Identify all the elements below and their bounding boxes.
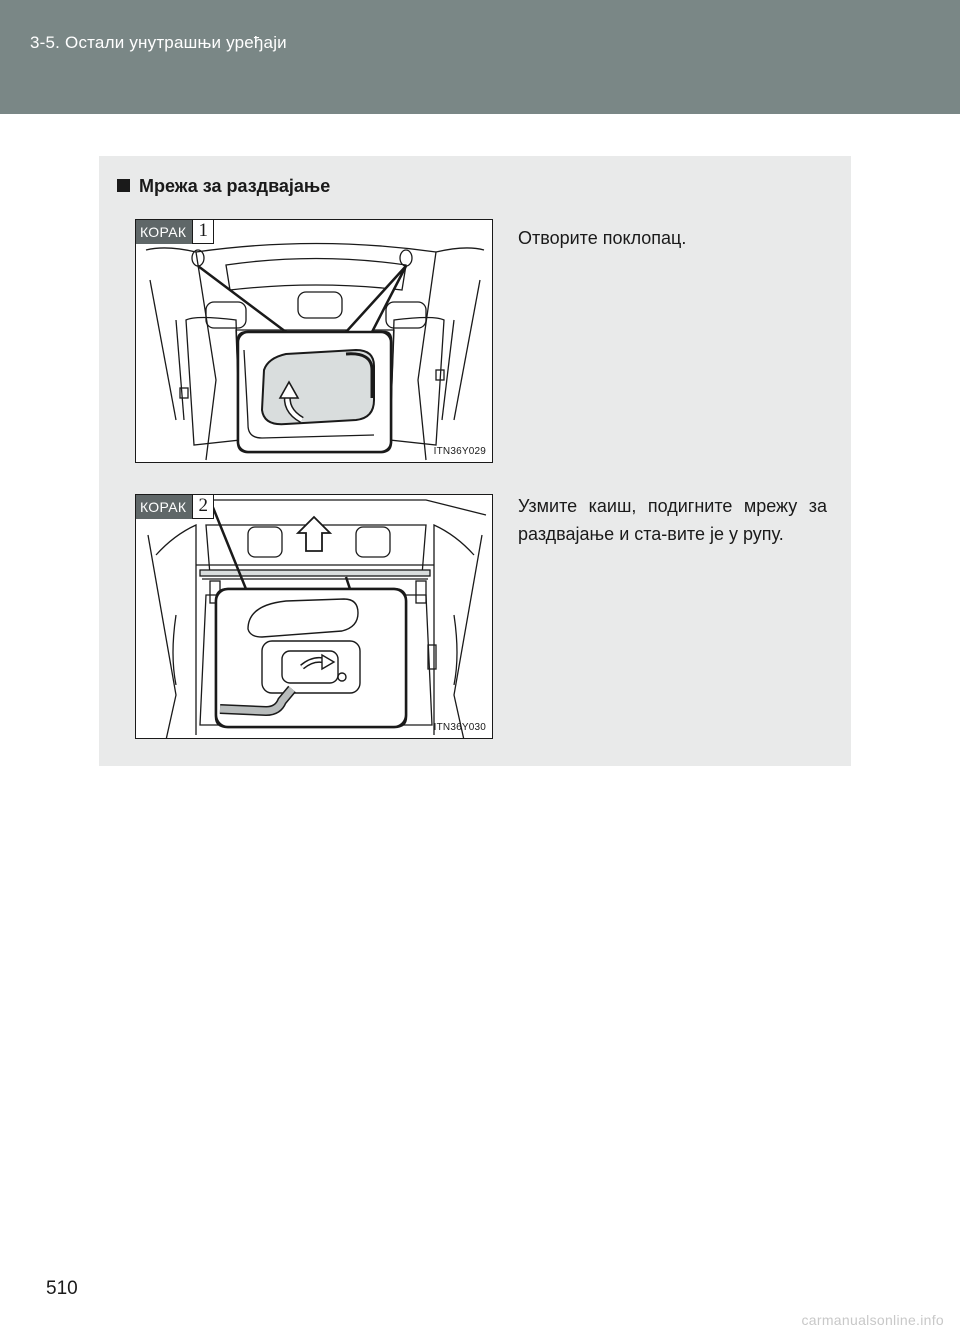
page-number: 510 — [46, 1278, 78, 1299]
chapter-title: 3-5. Остали унутрашњи уређаји — [30, 33, 287, 52]
step-word: КОРАК — [136, 220, 193, 244]
section-heading: Мрежа за раздвајање — [117, 176, 330, 197]
content-panel: Мрежа за раздвајање — [99, 156, 851, 766]
step-2-badge: КОРАК 2 — [136, 495, 215, 519]
square-bullet-icon — [117, 179, 130, 192]
step-number: 2 — [192, 495, 215, 519]
watermark: carmanualsonline.info — [801, 1312, 944, 1328]
figure-code: ITN36Y029 — [433, 446, 486, 457]
step-word: КОРАК — [136, 495, 193, 519]
rear-seat-cover-illustration — [145, 242, 485, 461]
step-2-illustration: КОРАК 2 ITN36Y030 — [135, 494, 493, 739]
step-1-instruction: Отворите поклопац. — [518, 228, 687, 248]
step-number: 1 — [192, 220, 215, 244]
page-header: 3-5. Остали унутрашњи уређаји — [0, 0, 960, 114]
section-heading-text: Мрежа за раздвајање — [139, 176, 331, 196]
step-1-badge: КОРАК 1 — [136, 220, 215, 244]
step-1-illustration: КОРАК 1 ITN36Y029 — [135, 219, 493, 463]
cargo-net-illustration — [145, 499, 487, 738]
step-2-instruction: Узмите каиш, подигните мрежу за раздваја… — [518, 496, 827, 544]
figure-code: ITN36Y030 — [433, 722, 486, 733]
